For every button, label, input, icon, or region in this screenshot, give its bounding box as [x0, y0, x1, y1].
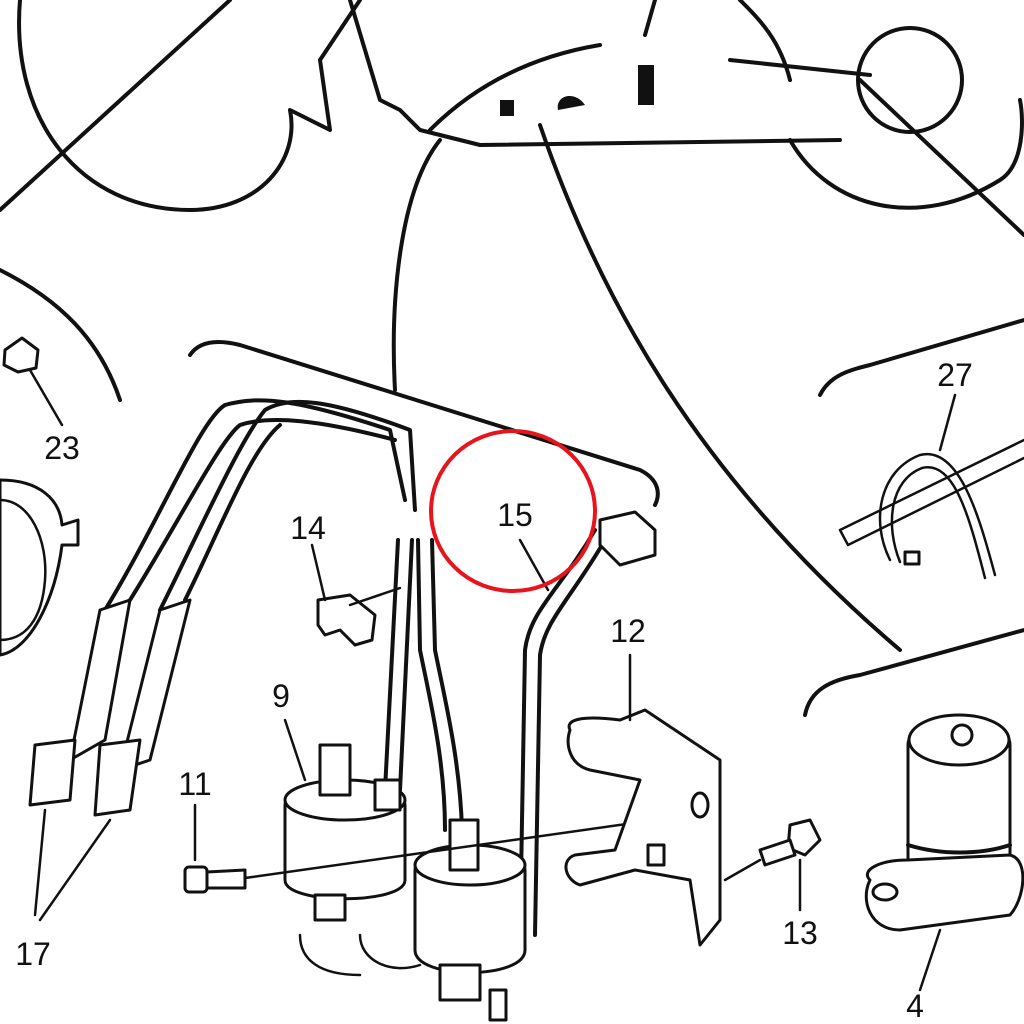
callout-12: 12	[610, 613, 646, 649]
ignition-coil-2	[298, 818, 527, 1022]
horn	[0, 478, 80, 657]
part-9-ignition-coil	[283, 718, 407, 922]
callout-15: 15	[497, 497, 533, 533]
callout-14: 14	[290, 510, 326, 546]
callout-4: 4	[906, 988, 924, 1024]
part-11-bolt	[183, 803, 692, 894]
part-17-plug-caps	[28, 398, 417, 922]
part-14-clamp	[310, 543, 402, 647]
part-13-bolt	[723, 818, 822, 912]
highlight-circle	[429, 429, 597, 593]
callout-27: 27	[937, 357, 973, 393]
callout-17: 17	[15, 936, 51, 972]
callout-9: 9	[272, 678, 290, 714]
callout-23: 23	[44, 430, 80, 466]
part-27-cable-tie	[838, 393, 1024, 580]
callout-13: 13	[782, 915, 818, 951]
frame-outline	[0, 0, 1024, 717]
part-23-bolt	[2, 336, 64, 427]
part-4-relay	[864, 713, 1024, 992]
callout-11: 11	[178, 766, 211, 802]
part-12-bracket	[564, 653, 722, 947]
high-tension-wires	[383, 538, 464, 832]
